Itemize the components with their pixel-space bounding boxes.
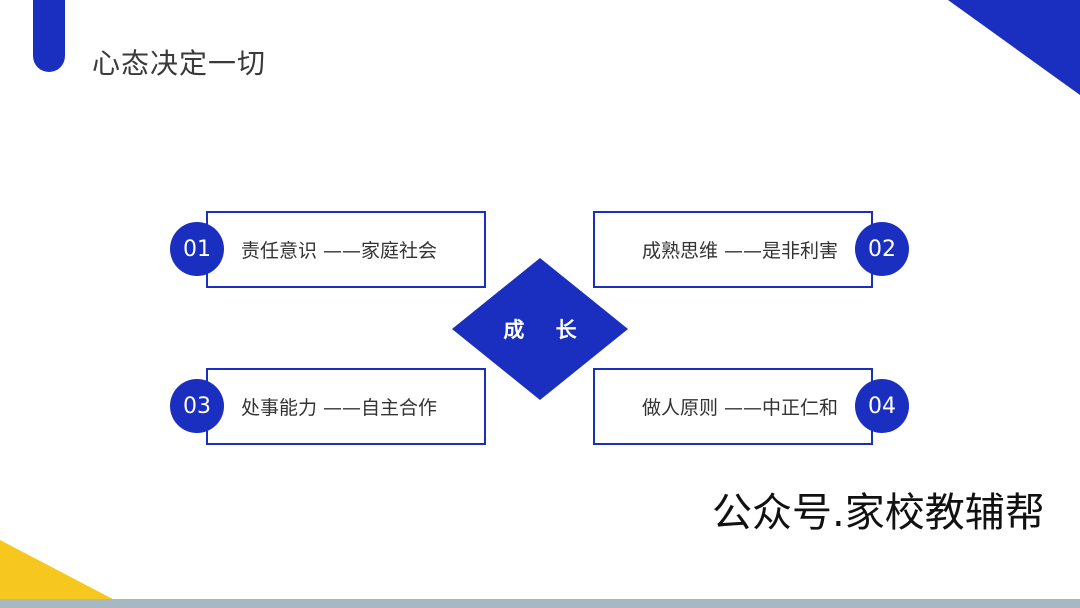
corner-decoration-bottom-left [0,540,130,608]
card-text: 做人原则 ——中正仁和 [641,397,838,419]
corner-decoration-top-right [948,0,1080,95]
slide-title: 心态决定一切 [92,47,267,80]
badge-04: 04 [855,379,909,433]
card-mature-thinking: 成熟思维 ——是非利害 [593,211,873,288]
badge-03: 03 [170,379,224,433]
card-text: 责任意识 ——家庭社会 [241,240,438,262]
card-text: 处事能力 ——自主合作 [241,397,438,419]
card-handling-ability: 处事能力 ——自主合作 [206,368,486,445]
watermark: 公众号.家校教辅帮 [712,490,1045,536]
badge-02: 02 [855,222,909,276]
title-accent-bar [33,0,65,72]
badge-01: 01 [170,222,224,276]
card-principles: 做人原则 ——中正仁和 [593,368,873,445]
card-responsibility: 责任意识 ——家庭社会 [206,211,486,288]
card-text: 成熟思维 ——是非利害 [641,240,838,262]
center-label: 成 长 [503,318,589,342]
bottom-strip [0,599,1080,608]
